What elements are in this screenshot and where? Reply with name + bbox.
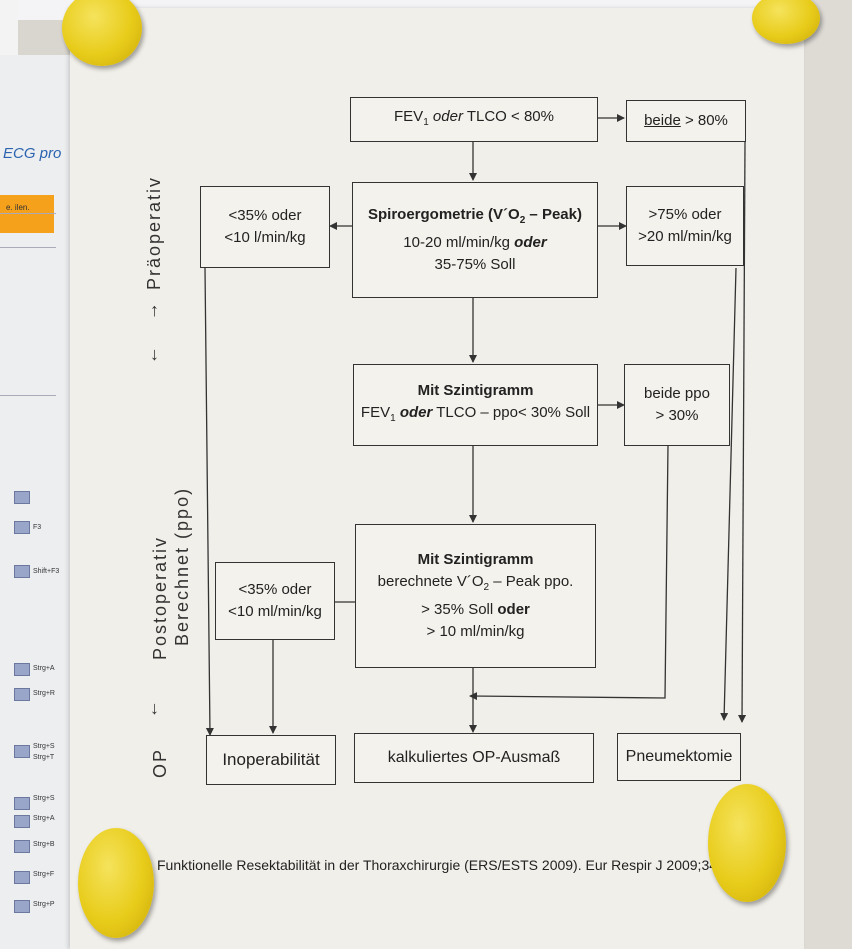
- node-line: > 10 ml/min/kg: [426, 623, 525, 640]
- orange-note-text: e. ilen.: [6, 203, 30, 212]
- toolbar-button[interactable]: [14, 745, 30, 758]
- toolbar-button[interactable]: [14, 815, 30, 828]
- orange-note: e. ilen.: [0, 195, 54, 233]
- node-label: kalkuliertes OP-Ausmaß: [387, 749, 561, 766]
- divider: [0, 247, 56, 248]
- divider: [0, 395, 56, 396]
- shortcut-label: F3: [33, 524, 42, 531]
- toolbar-button[interactable]: [14, 900, 30, 913]
- toolbar-button[interactable]: [14, 565, 30, 578]
- node-line: 35-75% Soll: [434, 256, 516, 273]
- node-line: 10-20 ml/min/kg oder: [403, 234, 547, 251]
- shortcut-label: Strg+P: [33, 901, 55, 908]
- arrow-up-glyph: ↑: [150, 300, 159, 320]
- yellow-magnet: [62, 0, 142, 66]
- node-lt35-b: <35% oder <10 ml/min/kg: [215, 562, 335, 640]
- node-lt35-a: <35% oder <10 l/min/kg: [200, 186, 330, 268]
- node-line: >20 ml/min/kg: [638, 228, 732, 245]
- software-side-panel: ECG pro e. ilen. F3 Shift+F3 Strg+A Strg…: [0, 55, 71, 949]
- shortcut-label: Strg+T: [33, 754, 55, 761]
- label-postoperativ: Postoperativ: [150, 535, 170, 660]
- divider: [0, 213, 56, 214]
- shortcut-label: Strg+A: [33, 665, 55, 672]
- node-line: <10 l/min/kg: [224, 229, 306, 246]
- node-label: Pneumektomie: [625, 748, 733, 765]
- arrow-high-to-pneu: [720, 267, 737, 721]
- node-gt75: >75% oder >20 ml/min/kg: [626, 186, 744, 266]
- node-line: <35% oder: [238, 581, 312, 598]
- node-beide-80: beide > 80%: [626, 100, 746, 142]
- node-title: Spiroergometrie (V´O2 – Peak): [368, 206, 582, 226]
- node-line: beide ppo: [644, 385, 710, 402]
- shortcut-label: Strg+S: [33, 795, 55, 802]
- shortcut-label: Shift+F3: [33, 568, 60, 575]
- toolbar-button[interactable]: [14, 840, 30, 853]
- shortcut-label: Strg+R: [33, 690, 55, 697]
- node-beide-ppo: beide ppo > 30%: [624, 364, 730, 446]
- node-kalkuliertes-op-ausmass: kalkuliertes OP-Ausmaß: [354, 733, 594, 783]
- citation-footer: Funktionelle Resektabilität in der Thora…: [157, 857, 729, 873]
- node-line: > 35% Soll oder: [421, 601, 530, 618]
- label-op: OP: [150, 747, 170, 778]
- toolbar-button[interactable]: [14, 688, 30, 701]
- arrow-down-glyph: ↓: [150, 344, 159, 364]
- toolbar-button[interactable]: [14, 663, 30, 676]
- shortcut-label: Strg+B: [33, 841, 55, 848]
- toolbar-button[interactable]: [14, 521, 30, 534]
- node-szintigramm-1: Mit Szintigramm FEV1 oder TLCO – ppo< 30…: [353, 364, 598, 446]
- yellow-magnet: [752, 0, 820, 44]
- arrow-low-to-inop: [204, 267, 214, 736]
- node-spiroergometrie: Spiroergometrie (V´O2 – Peak) 10-20 ml/m…: [352, 182, 598, 298]
- node-line: FEV1 oder TLCO – ppo< 30% Soll: [360, 404, 591, 424]
- toolbar-button[interactable]: [14, 797, 30, 810]
- ecg-pro-logo: ECG pro: [3, 145, 62, 162]
- arrow-down-glyph: ↓: [150, 698, 159, 718]
- node-fev-tlco-80: FEV1 oder TLCO < 80%: [350, 97, 598, 142]
- node-szintigramm-2: Mit Szintigramm berechnete V´O2 – Peak p…: [355, 524, 596, 668]
- paper-sheet: [70, 8, 804, 949]
- yellow-magnet: [78, 828, 154, 938]
- shortcut-label: Strg+A: [33, 815, 55, 822]
- yellow-magnet: [708, 784, 786, 902]
- node-text: beide > 80%: [644, 112, 728, 129]
- label-praeoperativ: Präoperativ: [144, 175, 164, 290]
- node-title: Mit Szintigramm: [417, 382, 534, 399]
- node-line: <10 ml/min/kg: [228, 603, 322, 620]
- node-inoperabilitaet: Inoperabilität: [206, 735, 336, 785]
- toolbar-button[interactable]: [14, 871, 30, 884]
- arrow-beide-to-pneu: [738, 141, 747, 723]
- node-pneumektomie: Pneumektomie: [617, 733, 741, 781]
- node-line: <35% oder: [228, 207, 302, 224]
- node-line: >75% oder: [648, 206, 722, 223]
- arrow-beide-ppo-to-kalk: [469, 444, 669, 701]
- label-berechnet: Berechnet (ppo): [172, 486, 192, 646]
- node-label: Inoperabilität: [222, 750, 320, 769]
- wall-background: [804, 0, 852, 949]
- toolbar-button[interactable]: [14, 491, 30, 504]
- shortcut-label: Strg+S: [33, 743, 55, 750]
- node-title: Mit Szintigramm: [417, 551, 534, 568]
- node-text: FEV1 oder TLCO < 80%: [394, 107, 554, 128]
- node-line: > 30%: [655, 407, 699, 424]
- node-line: berechnete V´O2 – Peak ppo.: [377, 573, 574, 593]
- shortcut-label: Strg+F: [33, 871, 55, 878]
